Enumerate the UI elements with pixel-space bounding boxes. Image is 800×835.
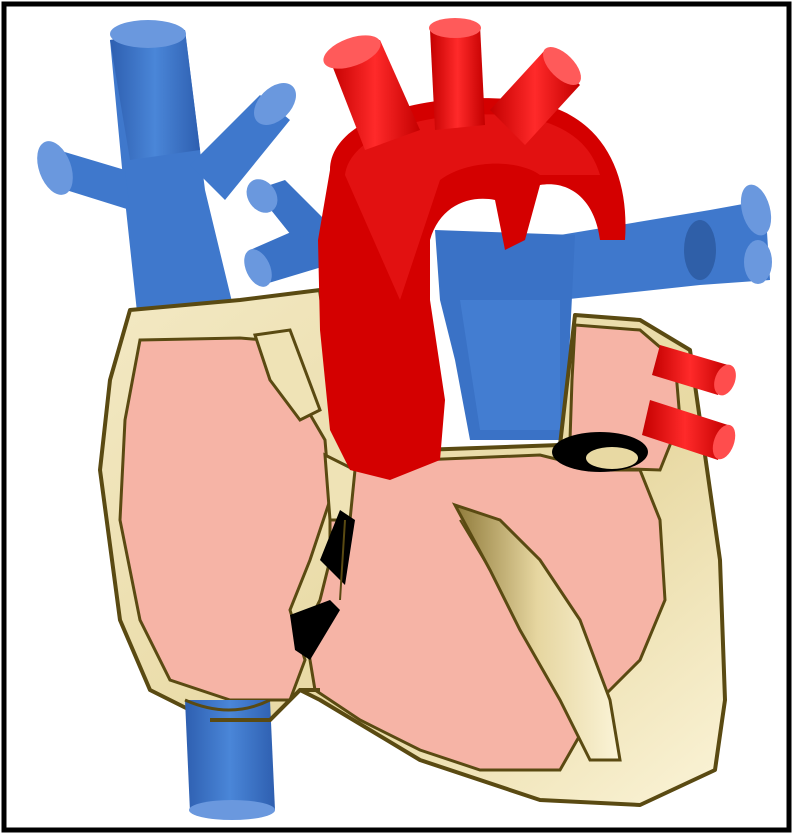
mitral-valve (552, 432, 648, 472)
